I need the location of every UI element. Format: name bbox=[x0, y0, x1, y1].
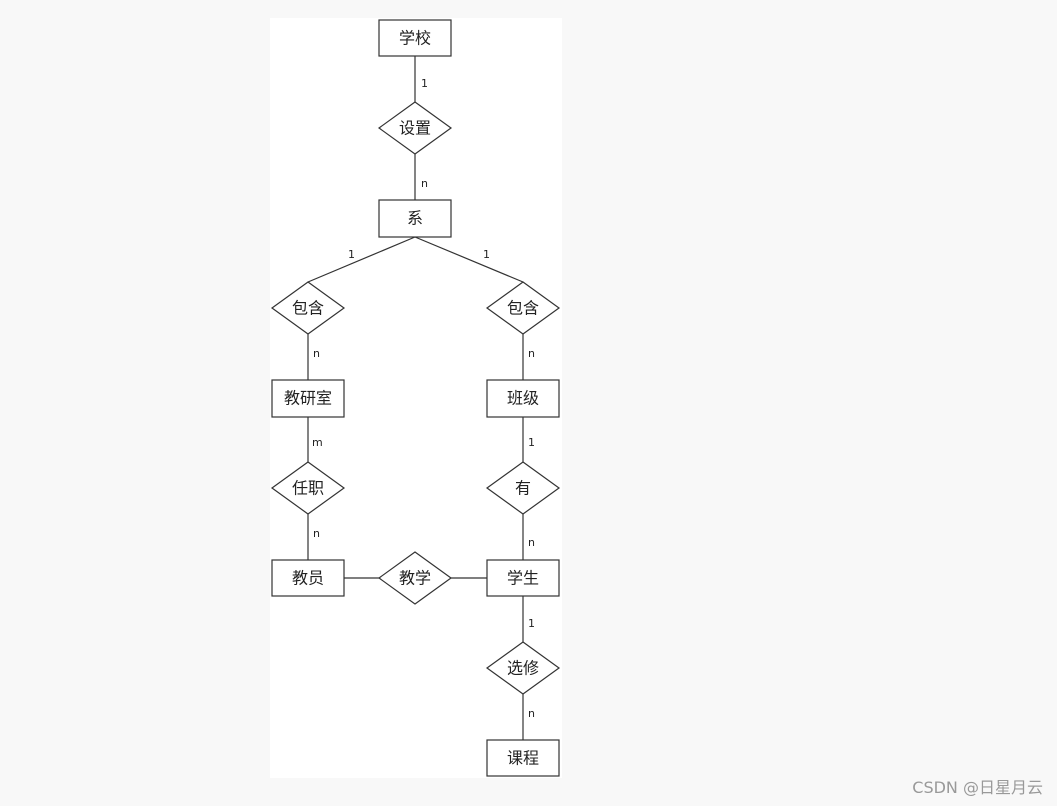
relationship-diamond-teach[interactable] bbox=[377, 551, 453, 605]
cardinality-class-has: 1 bbox=[528, 436, 535, 449]
relationship-diamond-contain-left[interactable] bbox=[270, 281, 346, 335]
relationship-label-elective: 选修 bbox=[507, 659, 539, 678]
cardinality-establish-department: n bbox=[421, 177, 428, 190]
entity-box-teaching-office[interactable] bbox=[271, 379, 345, 418]
cardinality-office-serve: m bbox=[312, 436, 323, 449]
entity-box-school[interactable] bbox=[378, 19, 452, 57]
cardinality-school-establish: 1 bbox=[421, 77, 428, 90]
watermark: CSDN @日星月云 bbox=[912, 778, 1043, 797]
relationship-label-establish: 设置 bbox=[399, 119, 431, 138]
relationship-diamond-establish[interactable] bbox=[377, 101, 453, 155]
relationship-diamond-contain-right[interactable] bbox=[485, 281, 561, 335]
entity-label-course: 课程 bbox=[507, 749, 539, 768]
cardinality-has-student: n bbox=[528, 536, 535, 549]
relationship-label-contain-right: 包含 bbox=[507, 299, 539, 318]
entity-label-class: 班级 bbox=[507, 389, 539, 408]
cardinality-contain-right-class: n bbox=[528, 347, 535, 360]
entity-box-course[interactable] bbox=[486, 739, 560, 777]
entity-label-department: 系 bbox=[407, 209, 423, 228]
relationship-diamond-has[interactable] bbox=[485, 461, 561, 515]
entity-label-student: 学生 bbox=[507, 569, 539, 588]
connector-department-contain-right bbox=[414, 236, 524, 283]
cardinality-student-elective: 1 bbox=[528, 617, 535, 630]
relationship-label-teach: 教学 bbox=[399, 569, 431, 588]
entity-box-department[interactable] bbox=[378, 199, 452, 238]
cardinality-elective-course: n bbox=[528, 707, 535, 720]
relationship-label-contain-left: 包含 bbox=[292, 299, 324, 318]
cardinality-department-contain-right: 1 bbox=[483, 248, 490, 261]
relationship-label-has: 有 bbox=[515, 479, 531, 498]
relationship-diamond-elective[interactable] bbox=[485, 641, 561, 695]
cardinality-department-contain-left: 1 bbox=[348, 248, 355, 261]
relationship-diamond-serve[interactable] bbox=[270, 461, 346, 515]
cardinality-contain-left-office: n bbox=[313, 347, 320, 360]
entity-label-school: 学校 bbox=[399, 29, 431, 48]
relationship-label-serve: 任职 bbox=[292, 479, 324, 498]
entity-box-teacher[interactable] bbox=[271, 559, 345, 597]
entity-label-teaching-office: 教研室 bbox=[284, 389, 332, 408]
cardinality-serve-teacher: n bbox=[313, 527, 320, 540]
entity-box-class[interactable] bbox=[486, 379, 560, 418]
entity-box-student[interactable] bbox=[486, 559, 560, 597]
connector-department-contain-left bbox=[307, 236, 416, 283]
entity-label-teacher: 教员 bbox=[292, 569, 324, 588]
